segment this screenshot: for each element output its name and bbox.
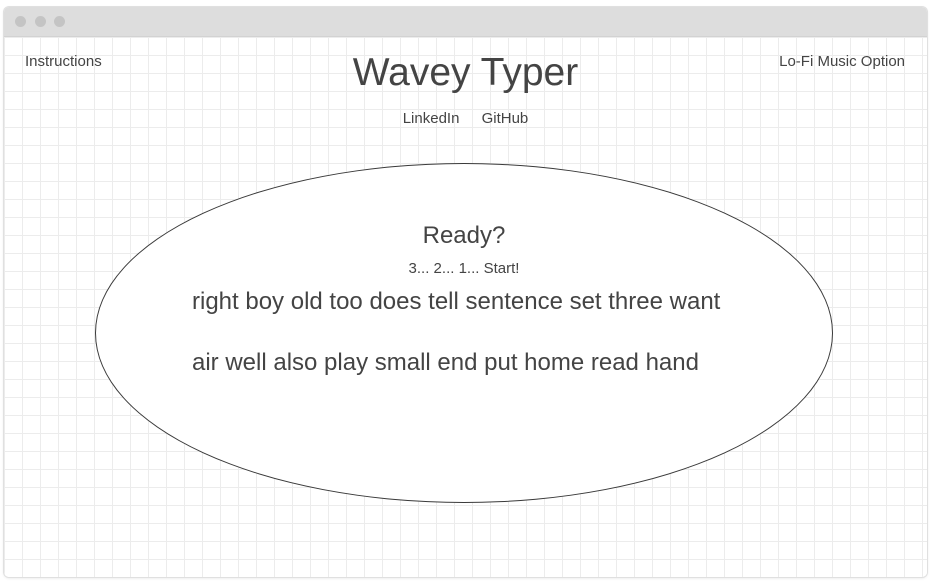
typing-area-oval[interactable]: Ready? 3... 2... 1... Start! right boy o… <box>95 163 833 503</box>
instructions-link[interactable]: Instructions <box>25 53 102 70</box>
linkedin-link[interactable]: LinkedIn <box>402 110 460 127</box>
maximize-window-dot-icon[interactable] <box>54 16 65 27</box>
social-links: LinkedIn GitHub <box>4 110 927 127</box>
page-content: Instructions Lo-Fi Music Option Wavey Ty… <box>4 37 927 577</box>
ready-prompt: Ready? <box>422 222 506 249</box>
lofi-music-option-link[interactable]: Lo-Fi Music Option <box>779 53 905 70</box>
word-line-2: air well also play small end put home re… <box>192 349 699 376</box>
github-link[interactable]: GitHub <box>481 110 529 127</box>
browser-window: Instructions Lo-Fi Music Option Wavey Ty… <box>4 7 927 577</box>
page-title: Wavey Typer <box>352 51 579 94</box>
window-titlebar <box>4 7 927 37</box>
countdown-text: 3... 2... 1... Start! <box>408 260 520 277</box>
minimize-window-dot-icon[interactable] <box>35 16 46 27</box>
close-window-dot-icon[interactable] <box>15 16 26 27</box>
word-line-1: right boy old too does tell sentence set… <box>192 288 721 315</box>
